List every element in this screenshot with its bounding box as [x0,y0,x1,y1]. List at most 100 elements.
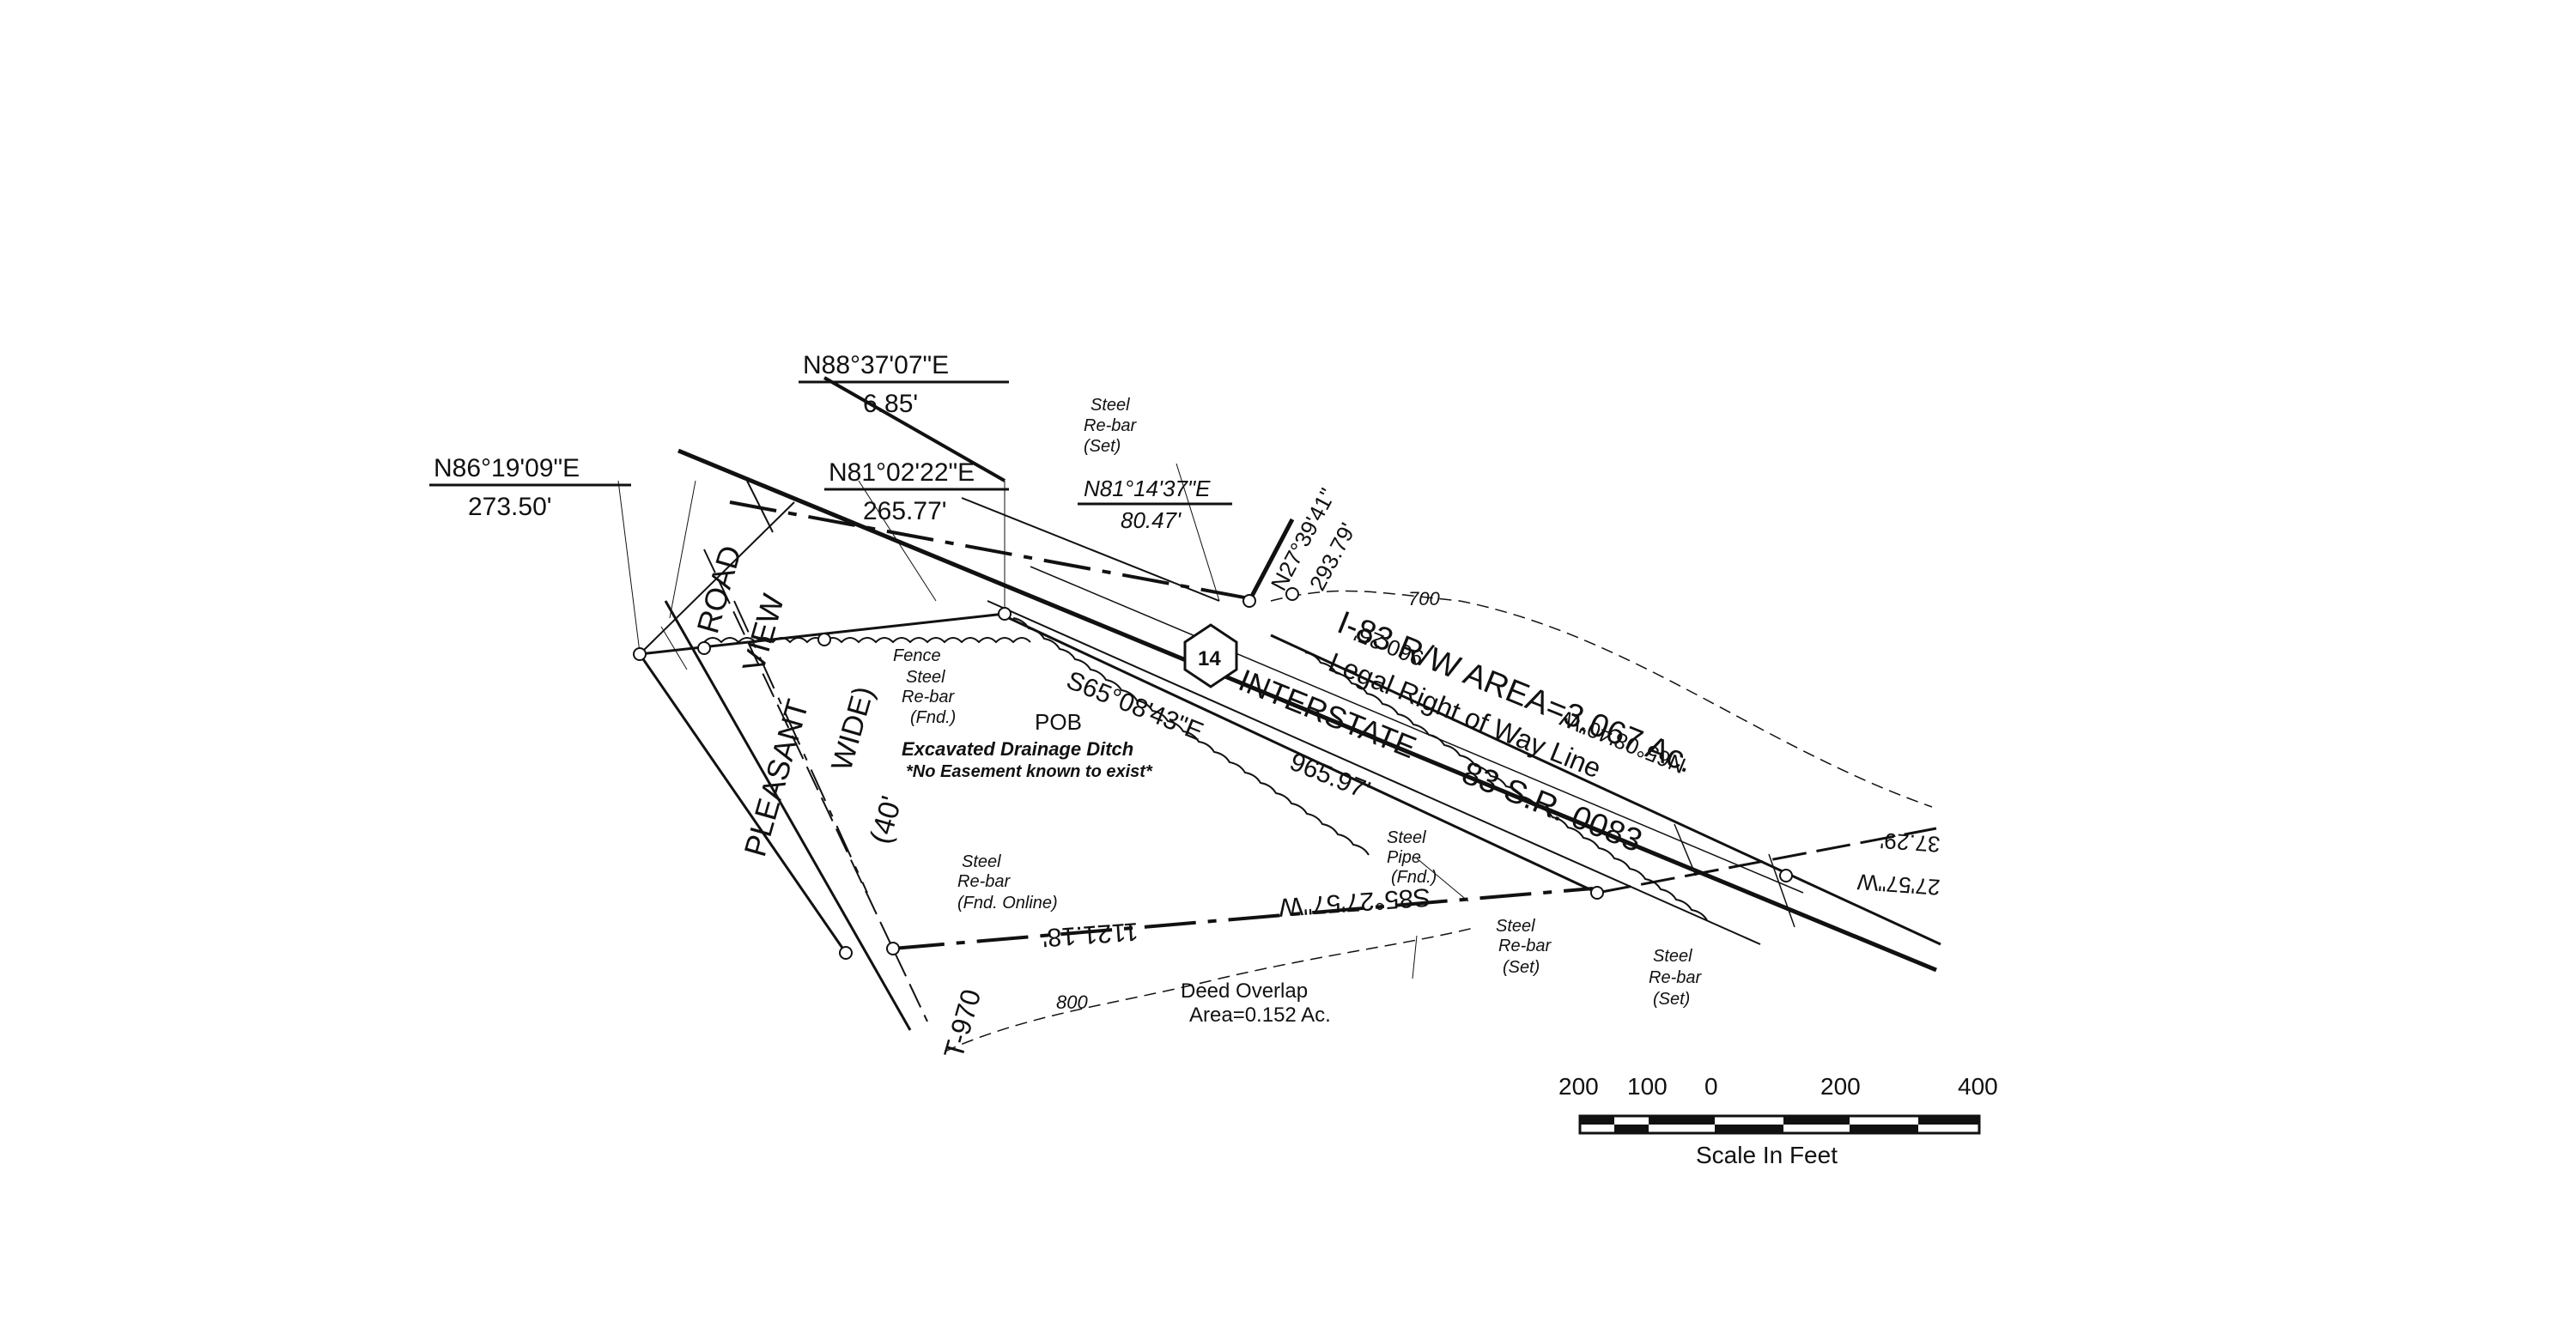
distance-label: 965.97' [1285,748,1374,805]
overlap-label: Area=0.152 Ac. [1189,1004,1331,1027]
monument-note: (Set) [1653,990,1690,1009]
monument-marker [886,942,900,955]
interstate-edge-line [987,600,1761,945]
traverse-tick [746,480,774,533]
bearing-label: N86°19'09"E [434,454,580,482]
monument-marker [998,607,1012,621]
row-fence-line [1304,652,1708,921]
scale-segment [1580,1116,1614,1125]
monument-note: Re-bar [957,872,1011,891]
distance-label: 265.77' [863,497,947,525]
ditch-label: Excavated Drainage Ditch [902,738,1133,760]
traverse-tick [660,626,688,670]
scale-segment [1783,1116,1850,1125]
north-bearing-line [823,376,1005,482]
interstate-row-line [677,448,1937,973]
overlap-label: Deed Overlap [1181,979,1308,1003]
scale-segment [1614,1125,1649,1133]
leader-line [1176,463,1220,602]
leader-line [617,480,641,653]
north-boundary-line [729,500,1255,601]
monument-marker [633,647,647,661]
route-shield [1183,623,1238,688]
monument-note: (Set) [1503,958,1540,977]
scale-segment [1918,1116,1979,1125]
scale-tick: 200 [1820,1073,1861,1100]
scale-segment [1850,1125,1918,1133]
monument-note: Steel [1496,917,1535,936]
monument-note: (Set) [1084,437,1121,456]
monument-note: Steel [1653,947,1692,966]
monument-note: (Fnd.) [1391,868,1437,887]
leader-line [1412,935,1418,979]
interstate-label: 83 S.R. 0083 [1457,755,1647,859]
monument-note: (Fnd.) [910,708,956,727]
contour-label: 800 [1056,991,1088,1013]
easement-note: *No Easement known to exist* [906,762,1153,781]
monument-note: Steel [1091,396,1130,415]
monument-marker [697,641,711,655]
road-width: WIDE) [825,683,880,775]
scale-tick: 0 [1704,1073,1718,1100]
distance-label: 6.85' [863,390,918,418]
scale-tick: 100 [1627,1073,1668,1100]
pob-label: POB [1035,709,1082,735]
monument-marker [1779,869,1793,882]
scale-segment [1715,1125,1783,1133]
road-width: (40' [864,792,908,847]
fence-line [703,637,1031,644]
road-center-line [733,600,868,894]
northwest-line [639,501,795,655]
monument-marker [1590,886,1604,900]
monument-note: Re-bar [902,688,955,706]
contour-line [1270,590,1933,808]
monument-marker [839,946,853,960]
south-boundary-line [1008,616,1598,894]
road-number: T-970 [938,985,987,1062]
scale-tick: 200 [1558,1073,1599,1100]
linework [429,376,1941,1052]
monument-marker [1242,594,1256,608]
scale-bar: 200 100 0 200 400 Scale In Feet [1558,1073,1998,1168]
bearing-label: N81°02'22"E [829,458,975,487]
distance-label: 80.47' [1121,507,1182,533]
road-edge-line [664,600,912,1031]
scale-caption: Scale In Feet [1696,1142,1838,1168]
traverse-tick [1768,853,1795,928]
distance-label: 273.50' [468,493,552,521]
scale-segment [1649,1116,1715,1125]
leader-line [1416,858,1469,902]
monument-note: Re-bar [1649,968,1702,987]
bearing-label: 27'57"W [1856,869,1941,900]
monument-note: (Fnd. Online) [957,894,1058,913]
ditch-line [1012,617,1370,856]
monument-note: Re-bar [1084,416,1137,435]
monument-note: Steel [1387,828,1426,847]
bearing-label: N81°14'37"E [1084,476,1211,501]
interstate-edge-line [1270,634,1941,946]
distance-label: 37.29' [1879,828,1941,858]
monument-marker [817,633,831,646]
monument-marker [1285,587,1299,601]
distance-label: 1121.18' [1042,917,1139,952]
monument-note: Steel [962,852,1001,871]
bottom-boundary-line [892,887,1594,950]
west-boundary-line [638,653,848,954]
contour-line [944,926,1478,1052]
diagonal-boundary-line [1247,518,1295,603]
bearing-label: S85°27'57"W [1277,882,1431,921]
fence-label: Fence [893,646,941,665]
road-name: PLEASANT [737,695,815,860]
route-number: 14 [1198,647,1221,670]
traverse-tick [1674,823,1697,876]
monument-note: Pipe [1387,848,1421,867]
interstate-edge-line [1030,566,1804,894]
northwest-line [669,480,696,619]
monument-note: Steel [906,668,945,687]
scale-tick: 400 [1958,1073,1998,1100]
contour-label: 700 [1408,588,1440,609]
leader-line [858,480,937,602]
bearing-label: N88°37'07"E [803,351,949,379]
monument-note: Re-bar [1498,937,1552,955]
